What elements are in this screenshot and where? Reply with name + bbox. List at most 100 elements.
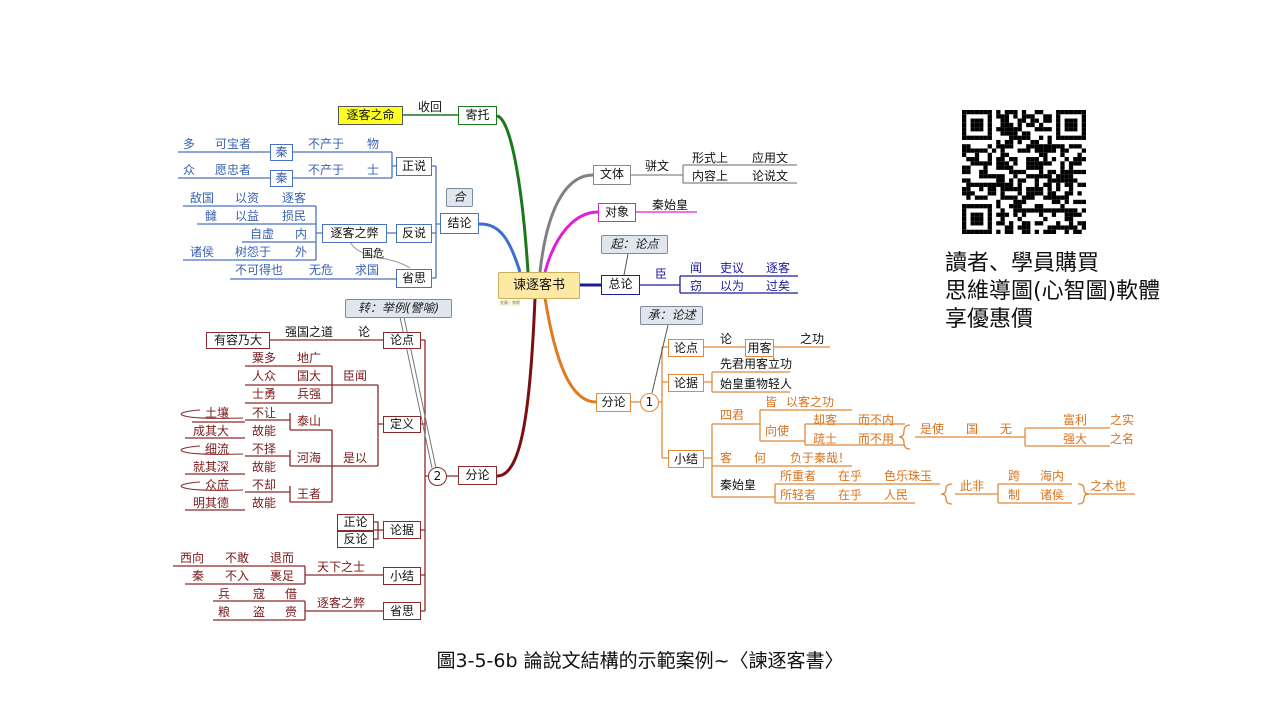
- text: 裹足: [270, 569, 295, 583]
- node-qin[interactable]: 秦: [270, 144, 293, 161]
- text: 以客之功: [786, 395, 835, 409]
- text: 何: [754, 451, 767, 465]
- step-number-2: 2: [428, 467, 447, 486]
- node-shengsi[interactable]: 省思: [396, 269, 432, 288]
- node-shengsi-2[interactable]: 省思: [383, 602, 421, 620]
- text: 王者: [297, 487, 322, 501]
- text: 盗: [253, 605, 266, 619]
- text: 不产于: [308, 137, 345, 151]
- text: 外: [295, 245, 308, 259]
- promo-line: 享優惠價: [945, 307, 1034, 332]
- node-dingyi[interactable]: 定义: [383, 416, 421, 433]
- node-fanshuo[interactable]: 反说: [396, 224, 432, 243]
- text: 应用文: [752, 151, 789, 165]
- text: 雠: [205, 209, 218, 223]
- qr-code[interactable]: [962, 110, 1086, 234]
- text: 皆: [765, 395, 778, 409]
- text: 诸侯: [1040, 488, 1065, 502]
- node-lundian[interactable]: 论点: [668, 339, 704, 357]
- node-lundian-2[interactable]: 论点: [383, 332, 421, 349]
- node-lunju[interactable]: 论据: [668, 374, 704, 392]
- text: 无危: [309, 263, 334, 277]
- node-zhengshuo[interactable]: 正说: [396, 157, 432, 176]
- text: 寇: [253, 587, 266, 601]
- text: 是使: [920, 422, 945, 436]
- text: 跨: [1008, 469, 1021, 483]
- text: 富利: [1063, 413, 1088, 427]
- step-number-1: 1: [640, 393, 659, 412]
- text: 吏议: [720, 261, 745, 275]
- node-yourongnaida[interactable]: 有容乃大: [206, 332, 270, 349]
- text: 诸侯: [190, 245, 215, 259]
- text: 兵: [218, 587, 231, 601]
- text: 国大: [297, 369, 322, 383]
- node-wenti[interactable]: 文体: [593, 165, 631, 185]
- node-yongke[interactable]: 用客: [745, 339, 774, 357]
- text: 地广: [297, 351, 322, 365]
- text: 众庶: [205, 478, 230, 492]
- text: 内: [295, 227, 308, 241]
- text: 粟多: [252, 351, 277, 365]
- text: 泰山: [297, 414, 322, 428]
- callout-he: 合: [446, 188, 473, 207]
- node-duixiang[interactable]: 对象: [598, 203, 636, 222]
- text: 论: [720, 332, 733, 346]
- text: 逐客: [282, 191, 307, 205]
- text: 就其深: [193, 460, 230, 474]
- node-fenlun-2[interactable]: 分论: [458, 466, 497, 485]
- text: 始皇重物轻人: [720, 377, 793, 391]
- text: 不让: [252, 406, 277, 420]
- text: 不入: [225, 569, 250, 583]
- node-zonglun[interactable]: 总论: [601, 275, 640, 295]
- node-qin[interactable]: 秦: [270, 170, 293, 187]
- text: 物: [367, 137, 380, 151]
- text: 强大: [1063, 432, 1088, 446]
- text: 负于秦哉！: [790, 451, 851, 465]
- text: 不择: [252, 442, 277, 456]
- promo-line: 讀者、學員購買: [945, 251, 1100, 276]
- link-label-guowei: 国危: [362, 247, 384, 260]
- text: 在乎: [838, 469, 863, 483]
- node-fanlun[interactable]: 反论: [337, 531, 374, 548]
- node-xiaojie-2[interactable]: 小结: [383, 567, 421, 585]
- node-fenlun-1[interactable]: 分论: [596, 393, 631, 412]
- text: 以资: [235, 191, 260, 205]
- text: 损民: [282, 209, 307, 223]
- text: 内容上: [692, 169, 729, 183]
- text: 不可得也: [235, 263, 284, 277]
- text: 疏士: [813, 432, 838, 446]
- text: 故能: [252, 424, 277, 438]
- node-lunju-2[interactable]: 论据: [383, 521, 421, 539]
- text: 国: [966, 422, 979, 436]
- text: 窃: [690, 279, 703, 293]
- edge-label-shouhui: 收回: [418, 100, 443, 114]
- text: 所轻者: [780, 488, 817, 502]
- text: 逐客: [766, 261, 791, 275]
- text: 西向: [180, 551, 205, 565]
- text: 敌国: [190, 191, 215, 205]
- text: 不却: [252, 478, 277, 492]
- text: 而不内: [858, 413, 895, 427]
- text: 在乎: [838, 488, 863, 502]
- node-jielun[interactable]: 结论: [440, 213, 479, 234]
- text: 秦: [192, 569, 205, 583]
- central-topic[interactable]: 谏逐客书: [498, 272, 580, 299]
- text: 兵强: [297, 387, 322, 401]
- node-zhukezhibi[interactable]: 逐客之弊: [322, 224, 387, 243]
- node-xiaojie[interactable]: 小结: [668, 450, 704, 468]
- callout-qi: 起：论点: [601, 235, 668, 254]
- text: 细流: [205, 442, 230, 456]
- node-zhenglun[interactable]: 正论: [337, 514, 374, 531]
- text: 客: [720, 451, 733, 465]
- text: 多: [183, 137, 196, 151]
- text: 粮: [218, 605, 231, 619]
- node-zhukezhiming[interactable]: 逐客之命: [338, 106, 403, 125]
- text: 臣闻: [343, 369, 368, 383]
- text: 赍: [285, 605, 298, 619]
- text: 人民: [884, 488, 909, 502]
- text: 树怨于: [235, 245, 272, 259]
- text: 明其德: [193, 496, 230, 510]
- text: 之实: [1110, 413, 1135, 427]
- node-jituo[interactable]: 寄托: [458, 106, 497, 125]
